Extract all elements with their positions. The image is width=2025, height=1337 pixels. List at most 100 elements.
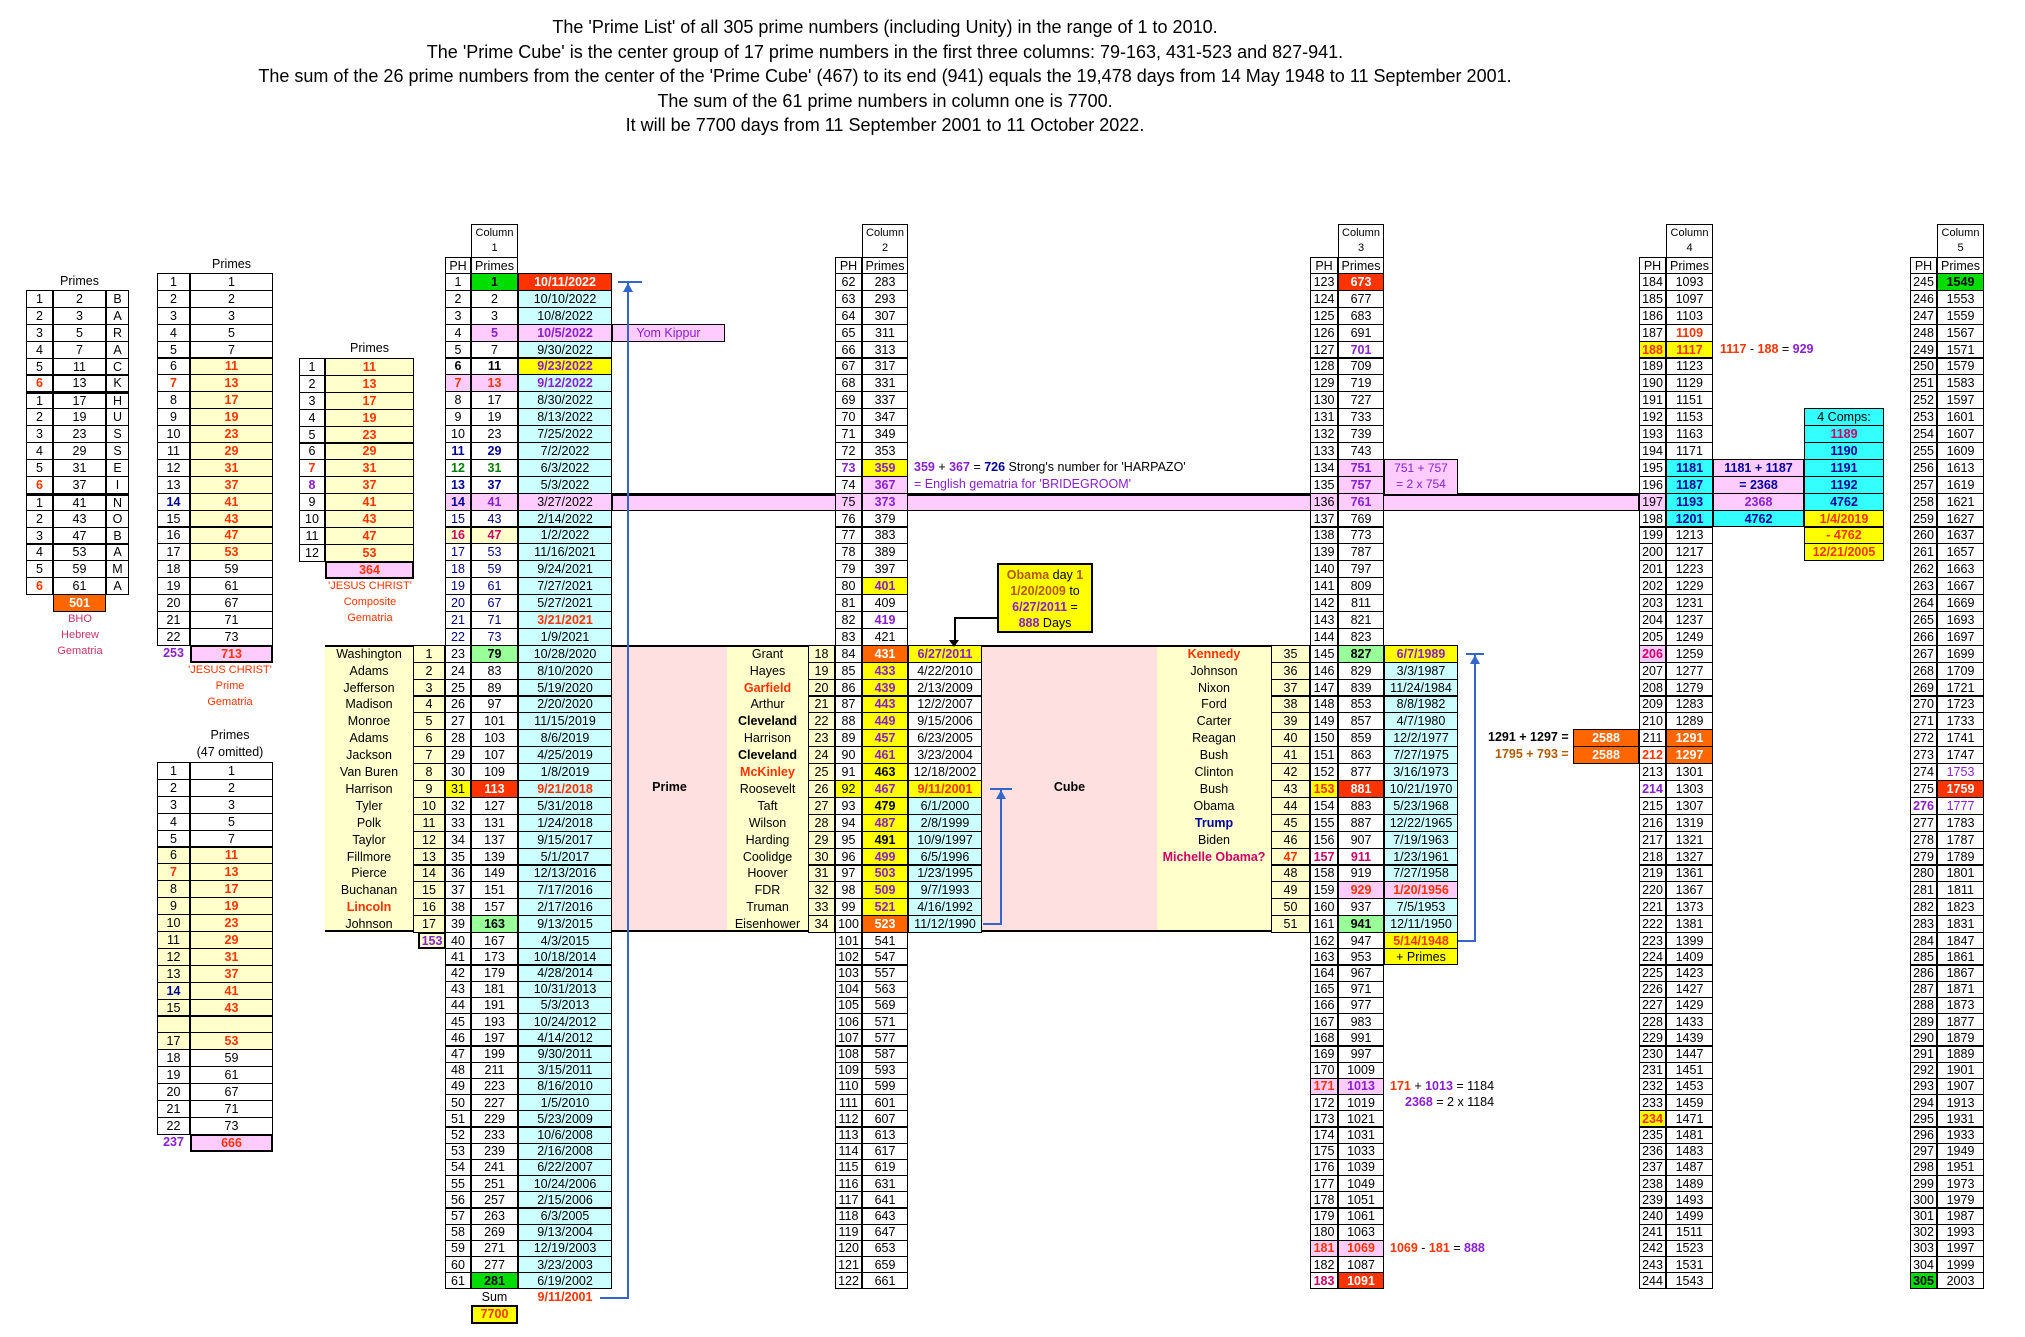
president-number: 21 bbox=[808, 695, 835, 714]
ph-cell: 288 bbox=[1910, 996, 1937, 1015]
president-name bbox=[1157, 881, 1271, 899]
date-cell: 4/14/2012 bbox=[518, 1029, 612, 1047]
ph-cell: 27 bbox=[445, 712, 471, 731]
ph-cell: 262 bbox=[1910, 560, 1937, 579]
ph-cell: 302 bbox=[1910, 1223, 1937, 1241]
prime-cell: 277 bbox=[471, 1256, 518, 1274]
president-name: McKinley bbox=[740, 765, 795, 780]
prime-cell: 1151 bbox=[1666, 391, 1713, 410]
ph-header: PH bbox=[1310, 257, 1338, 274]
jc-prime-index-cell: 9 bbox=[157, 408, 190, 427]
president-name bbox=[1157, 865, 1271, 883]
ph-cell: 200 bbox=[1639, 543, 1666, 562]
jc-prime-caption: Gematria bbox=[207, 695, 253, 708]
date-cell: 10/18/2014 bbox=[518, 948, 612, 966]
omitted-index-cell: 1 bbox=[157, 762, 190, 780]
omitted-index-cell: 19 bbox=[157, 1066, 190, 1085]
jc-prime-prime-cell: 13 bbox=[190, 374, 273, 393]
ph-cell: 141 bbox=[1310, 577, 1338, 596]
prime-cell: 1667 bbox=[1937, 577, 1984, 596]
column-header-text: Column bbox=[1342, 227, 1380, 239]
omitted-index-cell: 2 bbox=[157, 778, 190, 797]
jc-prime-index-cell: 17 bbox=[157, 543, 190, 562]
prime-cell: 643 bbox=[862, 1207, 908, 1225]
prime-cell: 173 bbox=[471, 948, 518, 966]
prime-cell: 1549 bbox=[1937, 273, 1984, 291]
ph-cell: 26 bbox=[445, 695, 471, 714]
ph-cell: 188 bbox=[1639, 340, 1666, 359]
president-number: 15 bbox=[413, 881, 445, 900]
date-cell: 1/5/2010 bbox=[518, 1094, 612, 1112]
president-number: 2 bbox=[413, 661, 445, 680]
prime-cell: 421 bbox=[862, 627, 908, 646]
ph-cell: 95 bbox=[835, 830, 862, 849]
omitted-prime-cell: 37 bbox=[190, 964, 273, 983]
jc-composite-index-cell: 5 bbox=[299, 425, 325, 444]
president-name: Washington bbox=[336, 646, 402, 661]
prime-cell: 751 bbox=[1338, 458, 1384, 477]
ph-cell: 279 bbox=[1910, 847, 1937, 866]
ph-cell: 240 bbox=[1639, 1207, 1666, 1225]
ph-cell: 222 bbox=[1639, 915, 1666, 934]
date-cell: 2/16/2008 bbox=[518, 1142, 612, 1160]
prime-cell: 619 bbox=[862, 1158, 908, 1177]
ph-cell: 265 bbox=[1910, 611, 1937, 629]
jc-prime-index-cell: 13 bbox=[157, 475, 190, 494]
ph-cell: 235 bbox=[1639, 1126, 1666, 1144]
bho-letter-cell: S bbox=[106, 442, 129, 460]
president-name: FDR bbox=[754, 883, 781, 898]
ph-cell: 263 bbox=[1910, 577, 1937, 596]
ph-cell: 191 bbox=[1639, 391, 1666, 410]
prime-cell: 859 bbox=[1338, 729, 1384, 748]
prime-cell: 1153 bbox=[1666, 408, 1713, 427]
jc-prime-index-cell: 12 bbox=[157, 458, 190, 477]
date-cell: 6/7/1989 bbox=[1384, 644, 1458, 663]
prime-cell: 773 bbox=[1338, 526, 1384, 545]
bho-prime-cell: 3 bbox=[53, 306, 106, 325]
prime-cell: 313 bbox=[862, 340, 908, 359]
prime-cell: 883 bbox=[1338, 796, 1384, 815]
ph-cell: 135 bbox=[1310, 475, 1338, 494]
comps-calc: - 4762 bbox=[1804, 526, 1884, 545]
prime-cell: 109 bbox=[471, 763, 518, 781]
president-number: 22 bbox=[808, 712, 835, 731]
ph-cell: 34 bbox=[445, 830, 471, 849]
comps-header: 4 Comps: bbox=[1804, 408, 1884, 427]
ph-cell: 7 bbox=[445, 374, 471, 393]
ph-cell: 160 bbox=[1310, 898, 1338, 917]
prime-cell: 1847 bbox=[1937, 932, 1984, 950]
prime-cell: 1231 bbox=[1666, 594, 1713, 612]
prime-cell: 1801 bbox=[1937, 864, 1984, 883]
bho-prime-cell: 17 bbox=[53, 391, 106, 410]
bho-caption: BHO bbox=[68, 613, 92, 626]
prime-cell: 41 bbox=[471, 492, 518, 511]
arrow-up-icon bbox=[623, 283, 633, 292]
president-number: 34 bbox=[808, 915, 835, 934]
prime-cell: 431 bbox=[862, 644, 908, 663]
prime-cell: 499 bbox=[862, 847, 908, 866]
ph-cell: 167 bbox=[1310, 1013, 1338, 1031]
omitted-index-cell: 9 bbox=[157, 897, 190, 916]
prime-cell: 757 bbox=[1338, 475, 1384, 494]
prime-cell: 1021 bbox=[1338, 1110, 1384, 1128]
ph-cell: 106 bbox=[835, 1013, 862, 1031]
jc-prime-prime-cell: 73 bbox=[190, 627, 273, 646]
date-cell: 12/13/2016 bbox=[518, 864, 612, 883]
prime-cell: 823 bbox=[1338, 627, 1384, 646]
jc-composite-prime-cell: 47 bbox=[325, 527, 414, 545]
date-cell: 4/25/2019 bbox=[518, 746, 612, 765]
prime-cell: 1289 bbox=[1666, 712, 1713, 731]
ph-cell: 170 bbox=[1310, 1061, 1338, 1079]
prime-label: Prime bbox=[652, 780, 687, 795]
prime-cell: 137 bbox=[471, 830, 518, 849]
prime-cell: 1831 bbox=[1937, 915, 1984, 934]
date-cell: 9/23/2022 bbox=[518, 357, 612, 376]
president-number: 11 bbox=[413, 813, 445, 832]
ph-cell: 234 bbox=[1639, 1110, 1666, 1128]
ph-cell: 100 bbox=[835, 915, 862, 934]
jc-prime-prime-cell: 67 bbox=[190, 594, 273, 612]
ph-cell: 285 bbox=[1910, 948, 1937, 966]
bho-caption: Gematria bbox=[57, 645, 103, 658]
prime-cell: 463 bbox=[862, 763, 908, 781]
prime-cell: 61 bbox=[471, 577, 518, 596]
